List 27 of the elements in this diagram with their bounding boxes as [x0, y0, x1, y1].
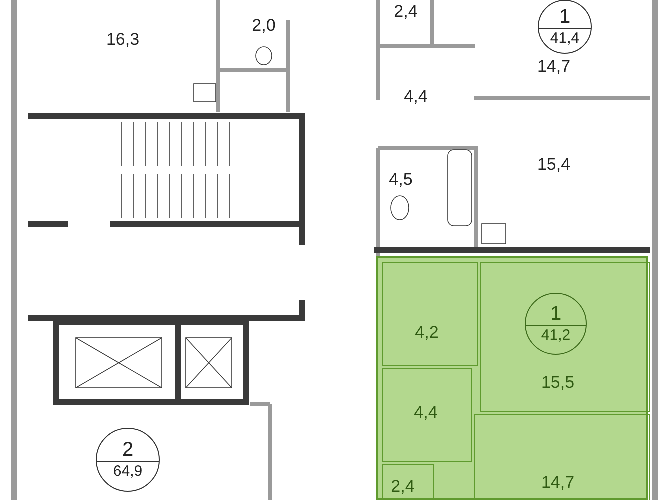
room	[474, 414, 650, 500]
area-label: 64,9	[113, 462, 143, 482]
apartment-badge	[525, 293, 587, 355]
area-label: 15,5	[541, 373, 575, 392]
room	[382, 464, 434, 500]
area-label: 4,2	[415, 323, 439, 342]
apartment-badge	[96, 428, 160, 492]
area-label: 1	[550, 302, 562, 324]
area-label: 41,4	[550, 28, 580, 48]
area-label: 2	[122, 438, 134, 460]
room	[382, 262, 478, 366]
area-label: 16,3	[106, 30, 140, 49]
area-label: 4,4	[414, 403, 438, 422]
area-label: 15,4	[537, 155, 571, 174]
area-label: 2,0	[252, 16, 276, 35]
area-label: 4,4	[404, 87, 428, 106]
apartment-badge	[538, 0, 592, 54]
area-label: 2,4	[394, 2, 418, 21]
room	[382, 368, 472, 462]
area-label: 41,2	[541, 326, 571, 346]
apartment-area	[376, 256, 648, 500]
area-label: 14,7	[541, 473, 575, 492]
area-label: 14,7	[537, 57, 571, 76]
area-label: 2,4	[391, 477, 415, 496]
area-label: 4,5	[389, 170, 413, 189]
area-label: 1	[559, 6, 571, 28]
room	[480, 262, 650, 412]
